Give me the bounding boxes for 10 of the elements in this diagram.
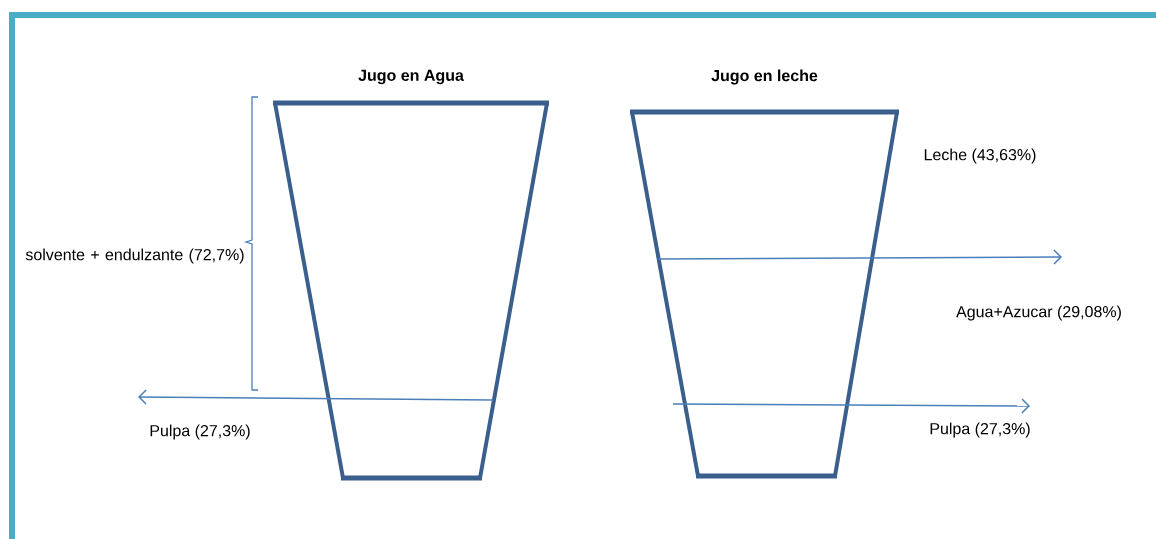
percentage-label: Leche (43,63%) bbox=[924, 148, 1036, 164]
arrow bbox=[138, 389, 494, 405]
percentage-label: Pulpa (27,3%) bbox=[930, 422, 1030, 438]
percentage-label: solvente + endulzante (72,7%) bbox=[25, 248, 244, 264]
percentage-label: Pulpa (27,3%) bbox=[150, 424, 250, 440]
arrow bbox=[672, 398, 1030, 414]
arrow bbox=[657, 249, 1062, 265]
glass-heading: Jugo en leche bbox=[711, 69, 818, 85]
glass-heading: Jugo en Agua bbox=[358, 69, 464, 85]
percentage-label: Agua+Azucar (29,08%) bbox=[956, 305, 1121, 321]
